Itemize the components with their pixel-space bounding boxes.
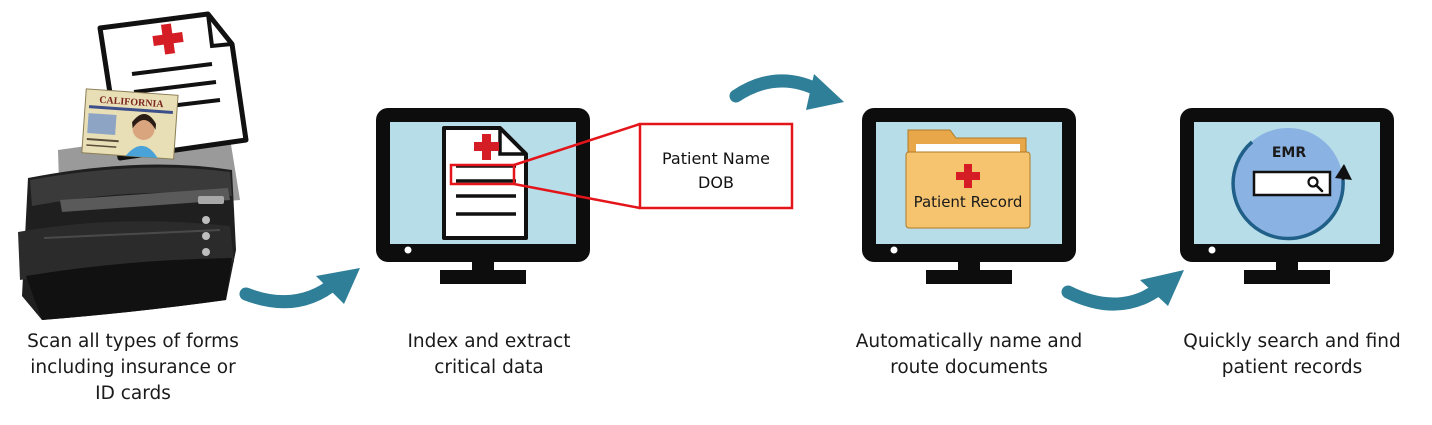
monitor-index xyxy=(376,108,590,284)
caption-line: including insurance or xyxy=(30,357,236,378)
callout-connector-top xyxy=(513,122,641,167)
scanner-icon: CALIFORNIA xyxy=(18,11,249,320)
callout-field-dob: DOB xyxy=(698,173,734,192)
emr-system-icon: EMR xyxy=(1231,128,1352,241)
step-caption-scan: Scan all types of forms including insura… xyxy=(8,329,258,407)
caption-line: Quickly search and find xyxy=(1183,331,1401,352)
id-card-icon: CALIFORNIA xyxy=(81,88,179,160)
caption-line: route documents xyxy=(890,357,1048,378)
monitor-search: EMR xyxy=(1180,108,1394,284)
emr-search-box xyxy=(1252,170,1332,197)
arrow-scan-to-index xyxy=(239,268,360,309)
monitor-route: Patient Record xyxy=(862,108,1076,284)
id-card-state: CALIFORNIA xyxy=(99,95,165,111)
caption-line: Scan all types of forms xyxy=(27,331,239,352)
caption-line: Index and extract xyxy=(407,331,571,352)
step-caption-index: Index and extract critical data xyxy=(376,329,602,381)
caption-line: patient records xyxy=(1221,357,1363,378)
extracted-data-callout: Patient Name DOB xyxy=(638,122,794,210)
folder-label: Patient Record xyxy=(914,193,1023,211)
caption-line: Automatically name and xyxy=(855,331,1083,352)
callout-connector-bottom xyxy=(513,182,641,210)
arrow-index-to-route xyxy=(729,74,844,110)
step-caption-search: Quickly search and find patient records xyxy=(1162,329,1422,381)
caption-line: critical data xyxy=(434,357,544,378)
arrow-route-to-search xyxy=(1061,270,1184,311)
field-highlight-box xyxy=(449,163,516,186)
callout-field-name: Patient Name xyxy=(662,149,770,168)
caption-line: ID cards xyxy=(95,383,171,404)
search-icon xyxy=(1307,176,1324,193)
patient-folder-icon: Patient Record xyxy=(905,129,1031,229)
emr-label: EMR xyxy=(1272,145,1306,161)
step-caption-route: Automatically name and route documents xyxy=(834,329,1104,381)
